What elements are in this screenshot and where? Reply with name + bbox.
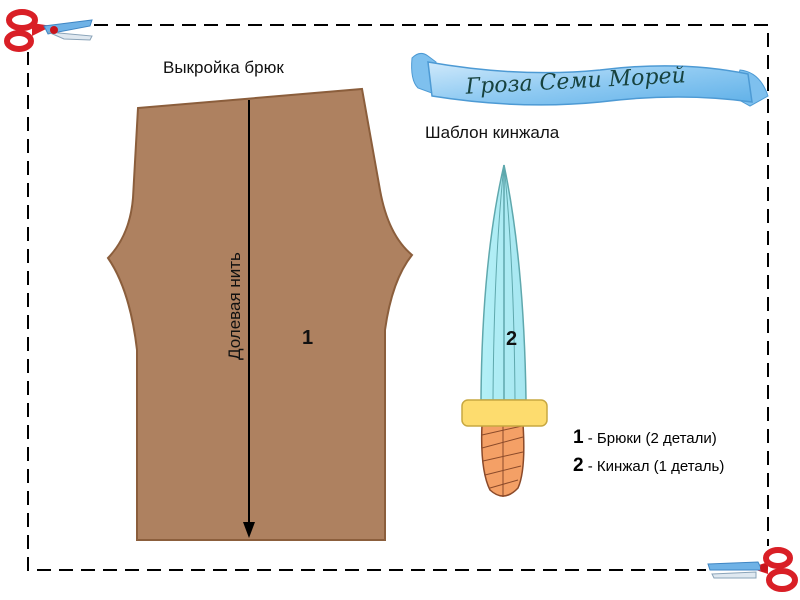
dagger-template-title: Шаблон кинжала [425,123,560,142]
pants-piece-number: 1 [302,327,313,349]
cut-border [27,24,769,571]
legend: 1 - Брюки (2 детали) 2 - Кинжал (1 детал… [573,424,724,480]
scissors-icon [706,546,798,596]
legend-item: 1 - Брюки (2 детали) [573,424,724,452]
scissors-icon [4,6,93,52]
grain-line-label: Долевая нить [225,252,244,360]
grain-line-arrowhead [243,522,255,538]
dagger-guard [461,399,548,427]
dagger-piece-number: 2 [506,328,517,350]
legend-item: 2 - Кинжал (1 деталь) [573,452,724,480]
legend-item-separator: - [583,430,597,447]
dagger-pattern: 2 [461,164,548,497]
legend-item-text: Кинжал (1 деталь) [596,458,725,475]
legend-item-number: 2 [573,455,584,476]
pants-piece [106,87,414,541]
legend-item-text: Брюки (2 детали) [596,430,717,447]
pants-pattern: Долевая нить 1 [106,87,414,541]
legend-item-number: 1 [573,427,584,448]
legend-item-separator: - [583,458,597,475]
title-banner: Гроза Семи Морей [411,52,769,107]
pants-pattern-title: Выкройка брюк [163,58,284,77]
